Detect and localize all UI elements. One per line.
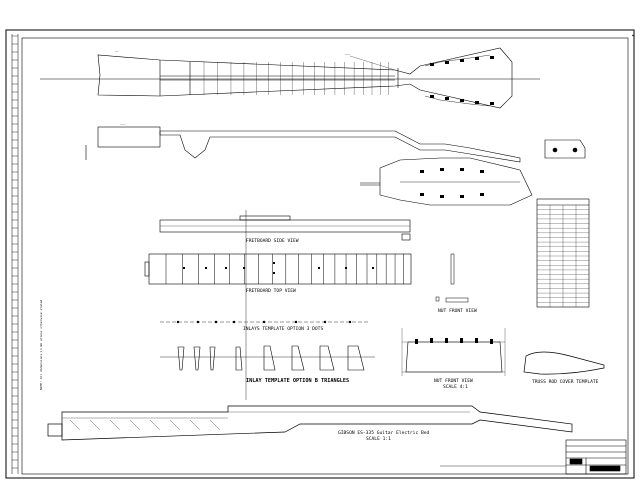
side-leader-text: ——— <box>120 122 126 126</box>
nut-front-label: NUT FRONT VIEW <box>438 308 477 314</box>
headstock-tuners-top <box>430 56 494 105</box>
heel-block <box>544 139 586 159</box>
inlay-dots-template <box>176 320 352 324</box>
nut-front-view-label: NUT FRONT VIEW <box>434 378 473 384</box>
corner-mark-right: ▲ <box>632 33 634 37</box>
fretboard-side <box>159 215 411 241</box>
neck-top-frets <box>203 62 389 95</box>
left-ruler <box>11 34 19 474</box>
neck-side-view <box>85 126 521 163</box>
fret-table-rows <box>537 209 589 303</box>
headstock-leader-text: ——— <box>345 52 351 56</box>
left-ruler-ticks <box>12 35 18 469</box>
main-title-2: SCALE 1:1 <box>366 436 391 442</box>
fretboard-inlay-dots <box>183 262 374 274</box>
neck-leader-text: —— <box>115 49 119 53</box>
truss-rod-label: TRUSS ROD COVER TEMPLATE <box>532 379 599 385</box>
fretboard-top-frets <box>165 254 404 284</box>
fretboard-side-label: FRETBOARD SIDE VIEW <box>246 238 299 244</box>
title-block <box>565 439 627 475</box>
headstock-detail <box>360 157 533 206</box>
neck-top-view <box>97 47 513 109</box>
nut-front-view <box>401 328 506 376</box>
nut-small-square <box>435 296 440 302</box>
headstock-detail-tuners <box>420 168 484 198</box>
headstock-leader <box>349 55 396 71</box>
fret-table <box>536 198 590 308</box>
nut-string-slots <box>415 338 493 344</box>
inlay-triangles-template <box>177 345 365 371</box>
vertical-note: NOTE: All dimensions in mm unless otherw… <box>39 299 43 390</box>
fretboard-top <box>144 253 412 285</box>
nut-side-bar <box>450 253 455 285</box>
fretboard-top-label: FRETBOARD TOP VIEW <box>246 288 296 294</box>
nut-top-bar <box>445 297 469 303</box>
inlay-triangles-label: INLAY TEMPLATE OPTION B TRIANGLES <box>246 378 349 384</box>
truss-rod-cover <box>523 351 605 375</box>
neck-bottom-side <box>47 405 573 441</box>
sheet-border-inner <box>21 37 629 475</box>
neck-bottom-hatch <box>69 419 221 431</box>
nut-scale-label: SCALE 4:1 <box>443 384 468 390</box>
main-title-1: GIBSON ES-335 Guitar Electric Bed <box>338 430 430 436</box>
inlay-dots-label: INLAYS TEMPLATE OPTION 3 DOTS <box>243 326 323 332</box>
